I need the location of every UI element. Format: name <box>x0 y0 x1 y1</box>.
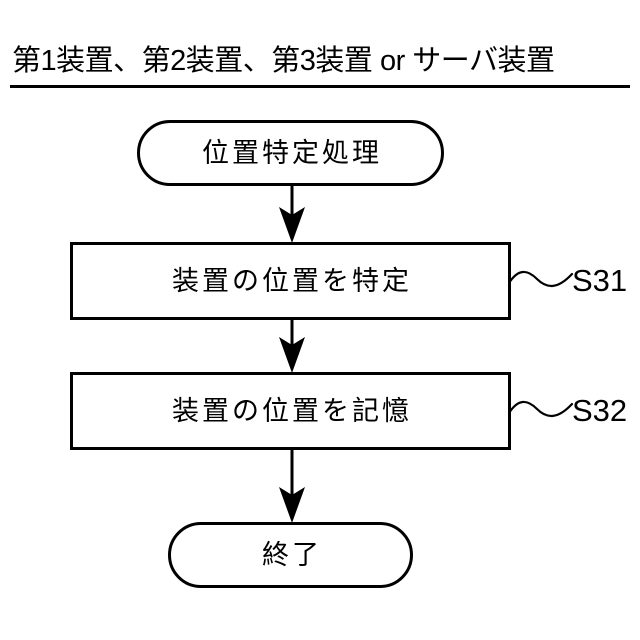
flow-node-start: 位置特定処理 <box>137 120 444 186</box>
step-s31-squiggle-icon <box>508 270 574 287</box>
flow-node-s32: 装置の位置を記憶 <box>70 372 511 450</box>
step-label-s31: S31 <box>572 263 628 298</box>
step-label-s32: S32 <box>572 393 628 428</box>
figure-title: 第1装置、第2装置、第3装置 or サーバ装置 <box>12 45 555 77</box>
flow-node-s32-label: 装置の位置を記憶 <box>172 395 412 426</box>
flow-node-end: 終了 <box>168 522 413 588</box>
figure-title-rule <box>10 85 630 88</box>
edge-s31-to-s32 <box>279 320 305 373</box>
edge-s32-to-end <box>279 450 305 523</box>
step-s32-squiggle-icon <box>508 400 574 417</box>
edge-start-to-s31 <box>279 186 305 243</box>
flow-node-s31: 装置の位置を特定 <box>70 242 511 320</box>
flow-node-start-label: 位置特定処理 <box>202 137 382 168</box>
flow-node-s31-label: 装置の位置を特定 <box>172 265 412 296</box>
flow-node-end-label: 終了 <box>262 539 322 570</box>
